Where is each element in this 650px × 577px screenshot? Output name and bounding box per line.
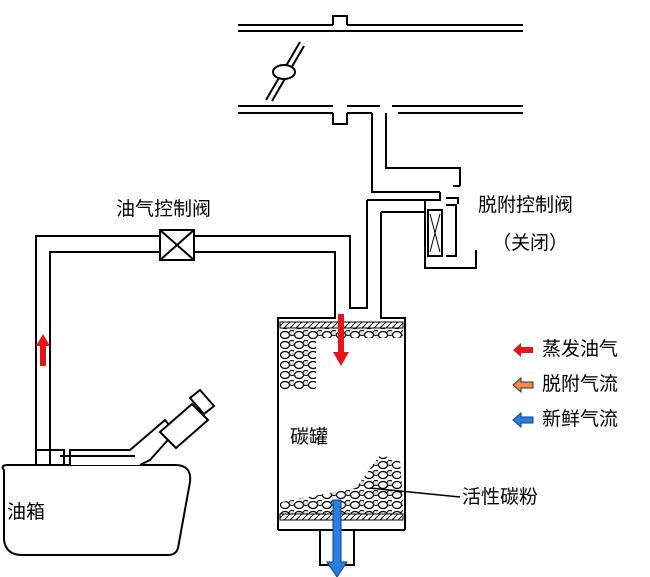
red-arrow-icon	[513, 342, 533, 357]
legend-item-fresh-air: 新鲜气流	[512, 410, 618, 429]
bottom-carbon-pile	[282, 455, 403, 502]
vapor-line	[35, 229, 351, 465]
top-carbon-pile	[280, 338, 316, 390]
legend-item-evaporated-vapor: 蒸发油气	[512, 340, 618, 359]
canister-label: 碳罐	[290, 426, 329, 448]
fuel-vapor-valve-label: 油气控制阀	[116, 198, 212, 220]
purge-valve-state-label: （关闭）	[492, 232, 569, 254]
orange-arrow-icon	[512, 376, 534, 393]
throttle-plate-icon	[265, 41, 305, 102]
legend-label: 新鲜气流	[542, 408, 619, 430]
legend-label: 脱附气流	[542, 373, 619, 395]
legend-label: 蒸发油气	[542, 338, 619, 360]
vapor-arrow-canister	[333, 314, 349, 366]
activated-carbon-label: 活性碳粉	[462, 486, 539, 508]
fresh-air-arrow	[326, 499, 348, 577]
purge-valve-label: 脱附控制阀	[478, 194, 574, 216]
blue-arrow-icon	[512, 411, 534, 428]
fuel-tank	[1, 388, 216, 556]
legend-item-purge-flow: 脱附气流	[512, 375, 618, 394]
purge-line	[366, 113, 477, 290]
activated-carbon-leader	[369, 487, 461, 498]
intake-manifold	[238, 15, 523, 125]
vapor-arrow-tank	[36, 334, 50, 366]
fuel-tank-label: 油箱	[7, 501, 46, 523]
